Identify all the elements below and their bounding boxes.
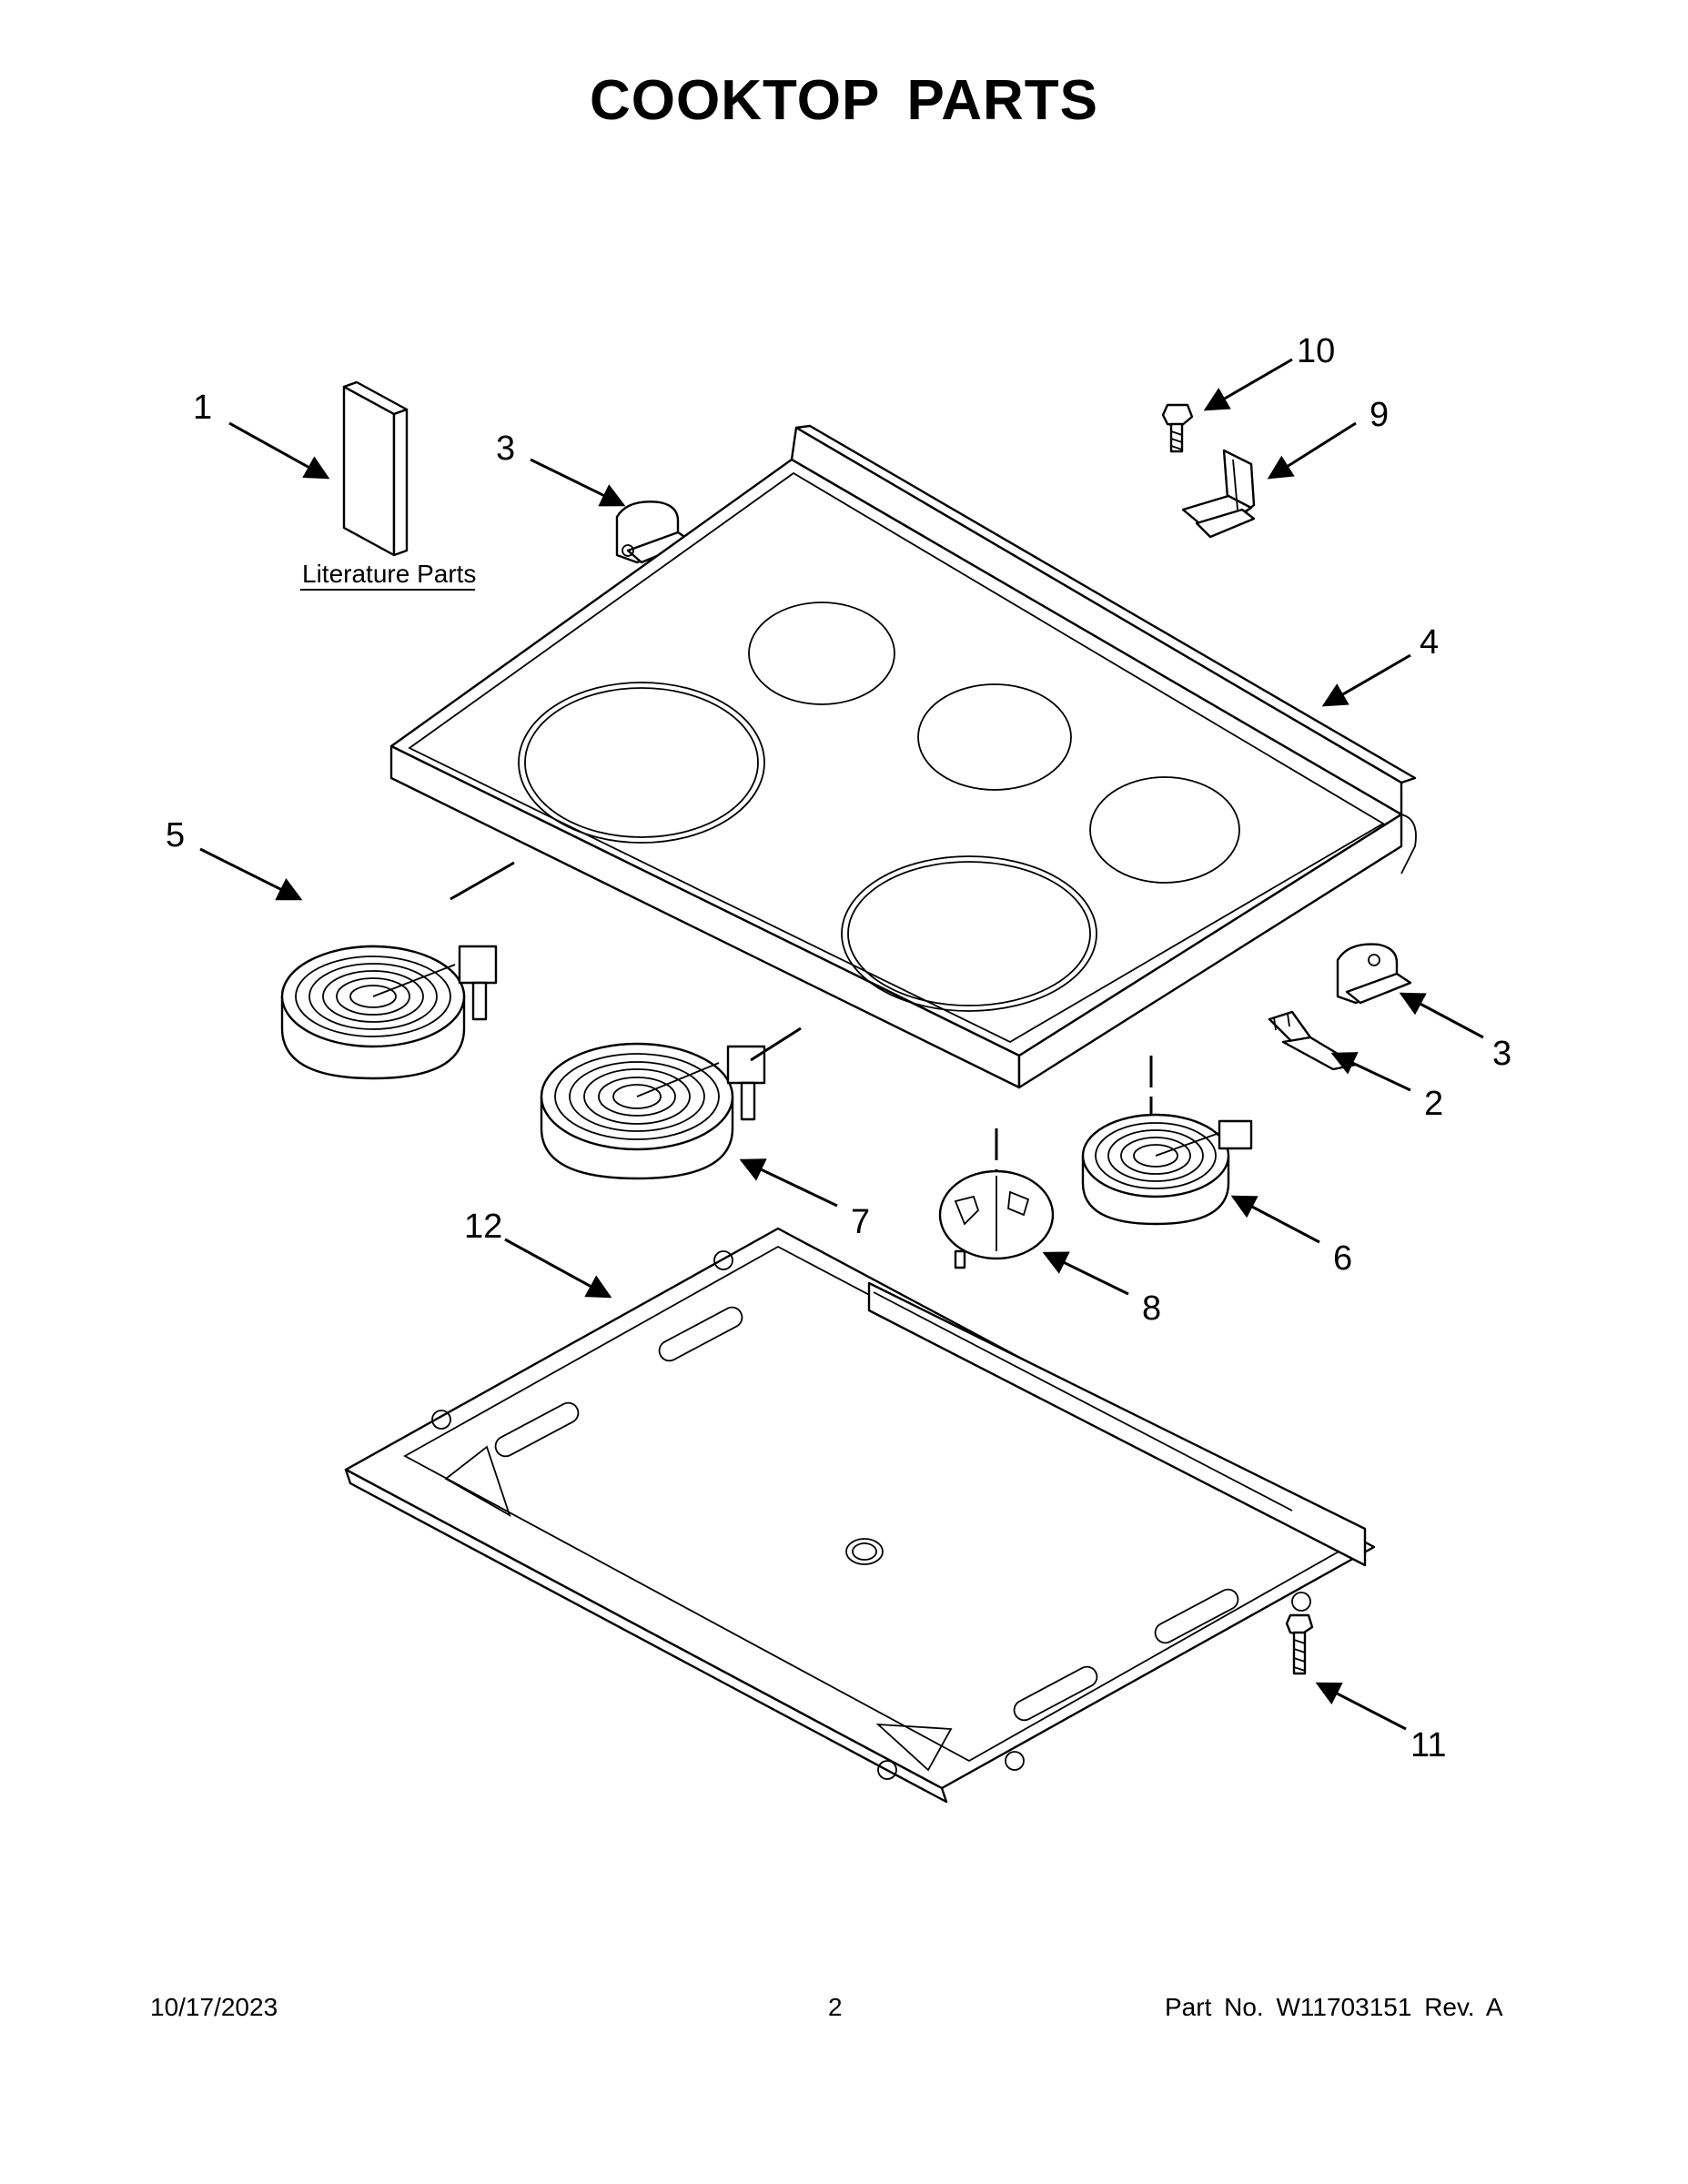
- footer-part-number: Part No. W11703151 Rev. A: [1165, 1993, 1503, 2021]
- plate-8-part: [938, 1128, 1055, 1269]
- leader-line-2: [1330, 1052, 1411, 1092]
- callout-1: 1: [193, 389, 212, 427]
- leader-line-3a: [530, 458, 626, 507]
- callout-8: 8: [1142, 1289, 1161, 1328]
- callout-3-lower: 3: [1492, 1035, 1511, 1073]
- page-title: COOKTOP PARTS: [590, 69, 1098, 132]
- leader-line-11: [1315, 1682, 1407, 1731]
- leader-line-3b: [1399, 992, 1484, 1039]
- leader-line-8: [1042, 1251, 1129, 1296]
- literature-parts-part: Literature Parts: [300, 380, 476, 591]
- leader-line-7: [739, 1158, 838, 1208]
- leader-line-1: [228, 421, 330, 480]
- callout-9: 9: [1370, 396, 1389, 434]
- callout-7: 7: [851, 1203, 870, 1241]
- callout-6: 6: [1333, 1239, 1352, 1278]
- leader-line-12: [504, 1238, 612, 1299]
- callout-10: 10: [1297, 332, 1335, 370]
- leader-line-6: [1230, 1195, 1320, 1244]
- callout-4: 4: [1420, 623, 1439, 662]
- screw-11-part: [1285, 1613, 1314, 1675]
- burner-7-part: [540, 1026, 802, 1180]
- cooktop-glass-part: [389, 424, 1417, 1089]
- leader-line-4: [1321, 653, 1411, 707]
- callout-12: 12: [464, 1208, 502, 1246]
- leader-line-9: [1267, 421, 1357, 480]
- clip-2-part: [1268, 1010, 1358, 1071]
- burner-6-part: [1081, 1056, 1253, 1226]
- literature-parts-label: Literature Parts: [302, 560, 476, 588]
- callout-5: 5: [166, 816, 185, 854]
- bracket-9-part: [1181, 449, 1256, 539]
- callout-3-upper: 3: [496, 430, 515, 468]
- burner-box-part: [344, 1227, 1376, 1804]
- footer-date: 10/17/2023: [150, 1993, 278, 2021]
- leader-lines: [199, 358, 1484, 1731]
- callout-11: 11: [1410, 1726, 1446, 1764]
- screw-10-part: [1161, 403, 1194, 453]
- leader-line-10: [1203, 358, 1293, 411]
- burner-5-part: [280, 861, 515, 1080]
- leader-line-5: [199, 847, 303, 901]
- footer-page-number: 2: [828, 1993, 843, 2021]
- bracket-part-lower: [1336, 943, 1412, 1005]
- callout-2: 2: [1424, 1085, 1443, 1123]
